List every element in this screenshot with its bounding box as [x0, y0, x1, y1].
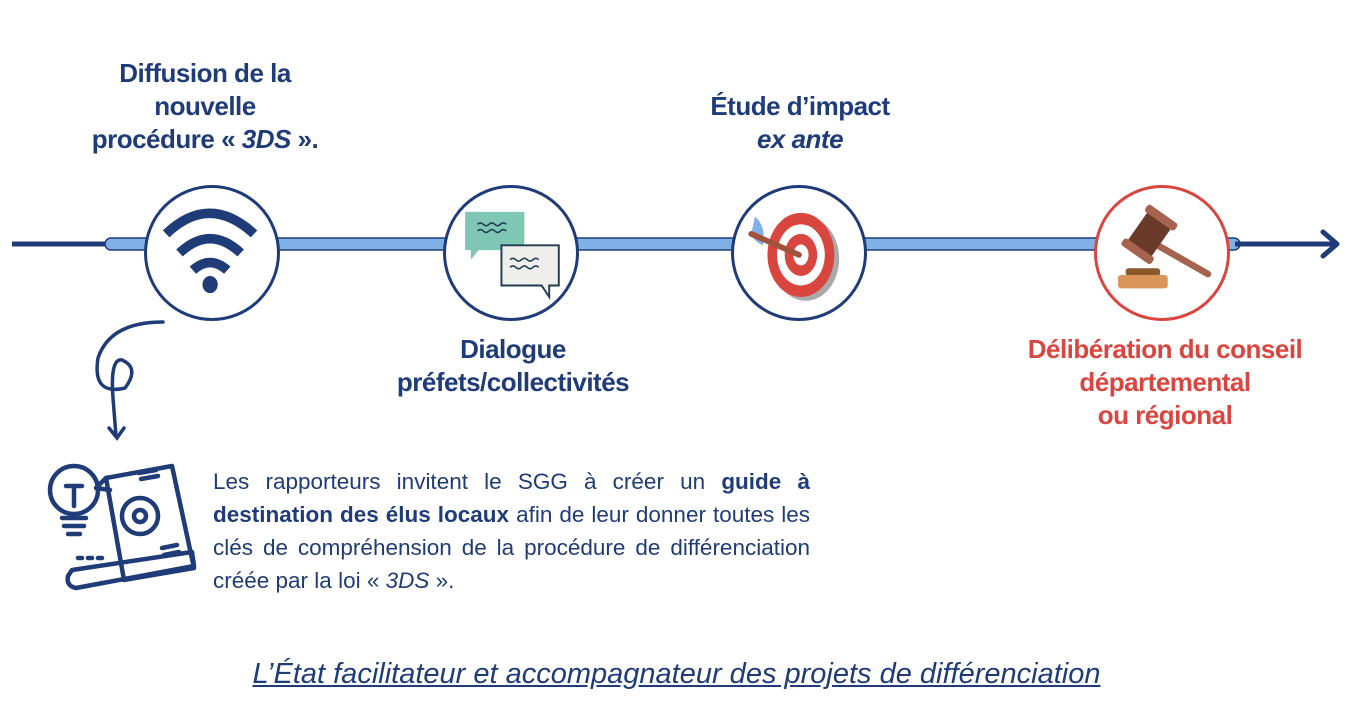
target-icon	[748, 212, 840, 301]
step-title-diffusion: Diffusion de la nouvelle procédure « 3DS…	[55, 57, 355, 156]
step-title-dialogue: Dialogue préfets/collectivités	[330, 333, 696, 399]
title-line: nouvelle	[154, 91, 256, 121]
title-line: préfets/collectivités	[396, 367, 630, 397]
text-bold: guide à destination des élus locaux	[213, 469, 810, 527]
title-line: Diffusion de la	[119, 58, 291, 88]
curly-arrow-icon	[95, 320, 165, 441]
title-line: Délibération du conseil	[1027, 334, 1303, 364]
title-line: Étude d’impact	[710, 91, 890, 121]
step-circle-deliberation	[1094, 185, 1230, 321]
guide-recommendation-text: Les rapporteurs invitent le SGG à créer …	[213, 465, 810, 597]
title-line: ex ante	[756, 124, 844, 154]
timeline	[12, 229, 1340, 259]
step-circle-diffusion	[144, 185, 280, 321]
title-line: ou régional	[1097, 400, 1233, 430]
arrow-head-icon	[1320, 229, 1340, 259]
text: afin de leur donner toutes les clés de c…	[213, 502, 810, 593]
title-line: Dialogue	[460, 334, 566, 364]
step-title-deliberation: Délibération du conseil départemental ou…	[980, 333, 1350, 432]
step-title-etude: Étude d’impact ex ante	[650, 90, 950, 156]
text-italic: 3DS	[385, 568, 430, 593]
title-line: départemental	[1079, 367, 1251, 397]
title-italic: 3DS	[241, 124, 292, 154]
step-circle-dialogue	[443, 185, 579, 321]
chat-bubbles-icon	[465, 211, 560, 301]
gavel-icon	[1118, 204, 1212, 289]
step-circle-etude	[731, 185, 867, 321]
guide-book-icon	[47, 463, 197, 591]
text: ».	[429, 568, 455, 593]
text: Les rapporteurs invitent le SGG à créer …	[213, 469, 722, 494]
caption: L’État facilitateur et accompagnateur de…	[252, 658, 1101, 690]
wifi-icon	[162, 208, 258, 294]
title-line: procédure «	[91, 124, 242, 154]
title-line: ».	[290, 124, 319, 154]
